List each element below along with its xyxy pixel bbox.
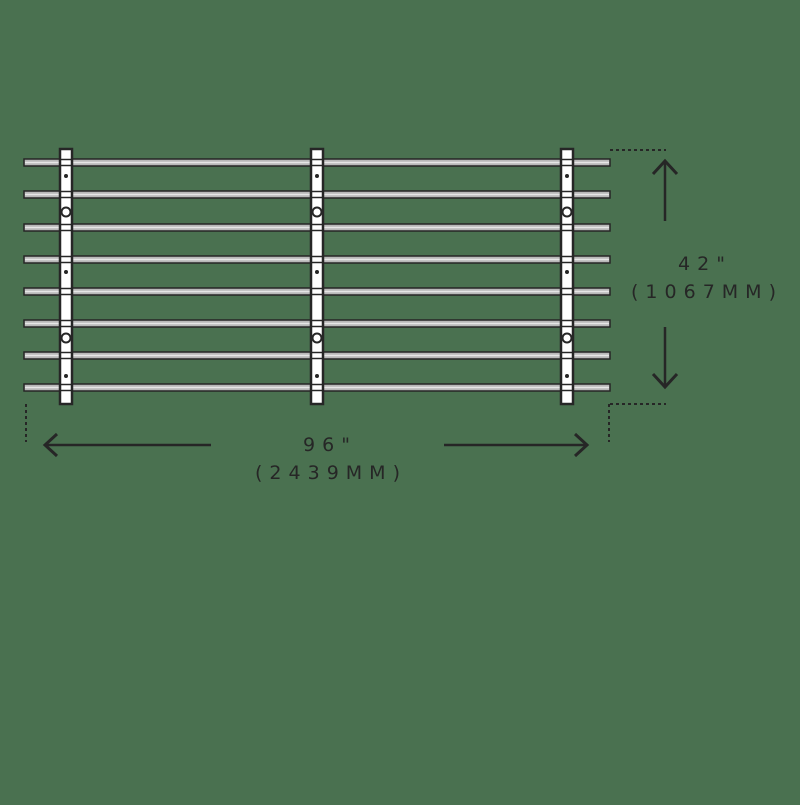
screw-icon [64,174,68,178]
bolt-hole-icon [60,206,72,218]
posts-group [58,147,575,406]
left-post [58,147,74,406]
width-mm-label: (2439MM) [255,462,407,484]
screw-icon [64,270,68,274]
screw-icon [565,174,569,178]
screw-icon [565,270,569,274]
center-post [309,147,325,406]
screw-icon [315,374,319,378]
arrow-down-icon [651,327,679,390]
screw-icon [565,374,569,378]
bolt-hole-icon [561,332,573,344]
arrow-up-icon [651,158,679,221]
height-mm-label: (1067MM) [631,281,783,303]
bolt-hole-icon [311,206,323,218]
right-post [559,147,575,406]
bolt-hole-icon [561,206,573,218]
screw-icon [315,270,319,274]
bolt-hole-icon [311,332,323,344]
arrow-left-icon [42,432,211,458]
height-inches-label: 42" [678,253,732,275]
screw-icon [64,374,68,378]
arrow-right-icon [444,432,590,458]
bolt-hole-icon [60,332,72,344]
width-inches-label: 96" [303,434,357,456]
screw-icon [315,174,319,178]
